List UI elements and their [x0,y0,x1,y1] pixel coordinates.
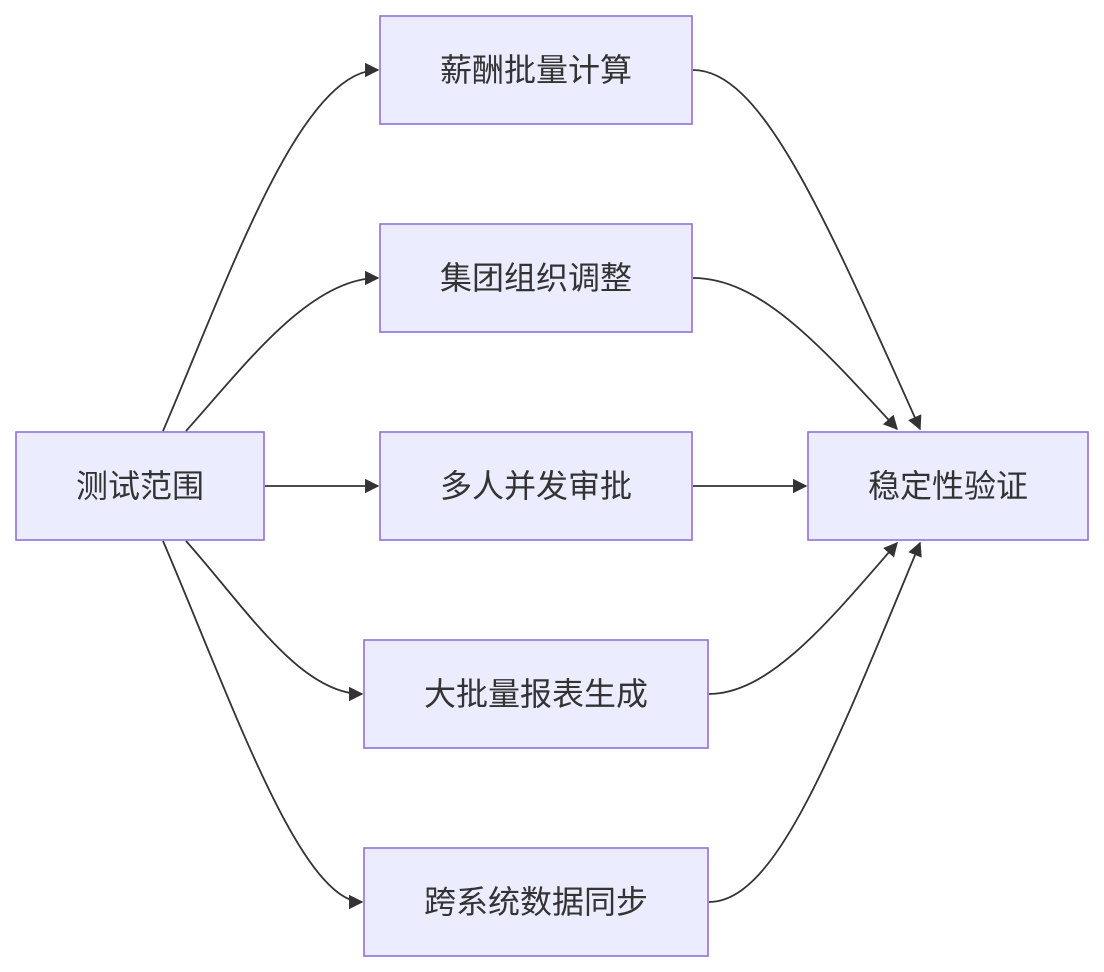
node-sync-label: 跨系统数据同步 [424,883,648,921]
node-stability[interactable]: 稳定性验证 [807,431,1089,541]
node-sync-box [363,847,709,957]
edges [162,62,922,910]
edge-org-to-stability [692,277,898,431]
node-scope-box [15,431,265,541]
node-approval-box [379,431,693,541]
node-org-box [379,223,693,333]
node-payroll[interactable]: 薪酬批量计算 [379,15,693,125]
node-scope-label: 测试范围 [76,467,204,505]
node-report[interactable]: 大批量报表生成 [363,639,709,749]
node-report-box [363,639,709,749]
node-report-label: 大批量报表生成 [424,675,648,713]
node-org-label: 集团组织调整 [440,259,632,297]
node-sync[interactable]: 跨系统数据同步 [363,847,709,957]
node-payroll-label: 薪酬批量计算 [440,51,632,89]
node-org[interactable]: 集团组织调整 [379,223,693,333]
edge-scope-to-org [185,270,380,432]
edge-payroll-to-stability [692,69,922,431]
node-payroll-box [379,15,693,125]
node-approval[interactable]: 多人并发审批 [379,431,693,541]
edge-sync-to-stability [708,541,922,903]
node-scope[interactable]: 测试范围 [15,431,265,541]
node-stability-box [807,431,1089,541]
edge-scope-to-payroll [162,62,380,432]
node-stability-label: 稳定性验证 [868,467,1028,505]
edge-scope-to-sync [162,540,364,910]
edge-scope-to-report [185,540,364,702]
edge-report-to-stability [708,541,898,695]
node-approval-label: 多人并发审批 [440,467,632,505]
